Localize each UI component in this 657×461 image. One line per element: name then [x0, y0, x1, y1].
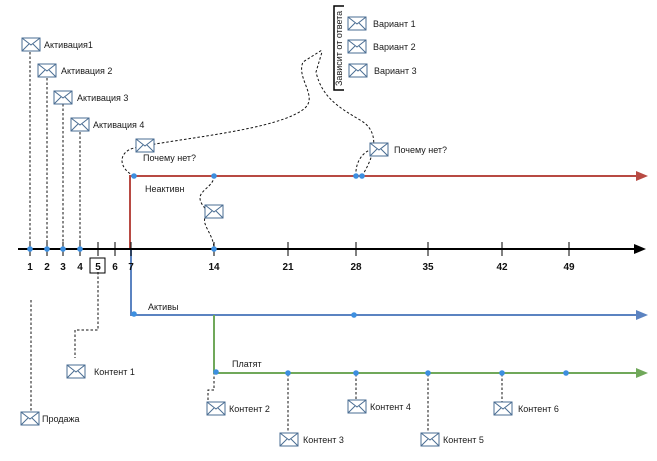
variant-1: Вариант 1	[347, 16, 416, 31]
content-2-label: Контент 2	[229, 404, 270, 414]
variant-2: Вариант 2	[347, 39, 416, 54]
variant-3: Вариант 3	[348, 63, 417, 78]
inactive-branch-label: Неактивн	[145, 184, 184, 194]
envelope-icon	[206, 401, 226, 416]
activation-1: Активация1	[21, 37, 93, 52]
event-dot	[353, 370, 359, 376]
envelope-icon	[369, 142, 389, 157]
event-dot	[213, 369, 219, 375]
tick-label-6: 6	[112, 262, 118, 273]
activation-3-label: Активация 3	[77, 93, 128, 103]
active-branch-line	[130, 249, 640, 316]
activation-4-label: Активация 4	[93, 120, 144, 130]
envelope-icon	[347, 16, 367, 31]
activation-1-label: Активация1	[44, 40, 93, 50]
event-dot	[499, 370, 505, 376]
tick-label-28: 28	[350, 262, 362, 273]
envelope-icon	[21, 37, 41, 52]
sale-message: Продажа	[20, 411, 80, 426]
event-dot	[563, 370, 569, 376]
event-dots	[27, 173, 569, 376]
event-dot	[353, 173, 359, 179]
variants-bracket: Зависит от ответа	[333, 5, 344, 91]
active-branch-label: Активы	[148, 302, 178, 312]
content-3: Контент 3	[279, 432, 344, 447]
event-dot	[131, 173, 137, 179]
event-dot	[77, 246, 83, 252]
variant-2-label: Вариант 2	[373, 42, 416, 52]
event-dot	[44, 246, 50, 252]
envelope-icon	[70, 117, 90, 132]
content-2: Контент 2	[206, 401, 270, 416]
envelope-icon	[66, 364, 86, 379]
envelope-icon	[53, 90, 73, 105]
content-4-label: Контент 4	[370, 402, 411, 412]
content-3-label: Контент 3	[303, 435, 344, 445]
active-branch-arrow	[636, 310, 648, 320]
event-dot	[131, 311, 137, 317]
event-dot	[27, 246, 33, 252]
tick-label-5: 5	[95, 262, 101, 273]
content-1-label: Контент 1	[94, 367, 135, 377]
envelope-icon	[20, 411, 40, 426]
envelope-icon	[204, 204, 224, 219]
variants-bracket-label: Зависит от ответа	[334, 11, 344, 86]
tick-label-2: 2	[44, 262, 50, 273]
why-not-message-1: Почему нет?	[135, 138, 196, 163]
sale-label: Продажа	[42, 414, 80, 424]
content-4: Контент 4	[347, 399, 411, 414]
tick-label-35: 35	[422, 262, 434, 273]
inactive-branch-line	[129, 175, 640, 249]
tick-label-49: 49	[563, 262, 575, 273]
inactive-message	[204, 204, 224, 219]
event-dot	[285, 370, 291, 376]
activation-3: Активация 3	[53, 90, 128, 105]
envelope-icon	[135, 138, 155, 153]
activation-2: Активация 2	[37, 63, 112, 78]
why-not-message-2: Почему нет?	[369, 142, 447, 157]
content-1: Контент 1	[66, 364, 135, 379]
tick-label-4: 4	[77, 262, 83, 273]
tick-label-42: 42	[496, 262, 508, 273]
envelope-icon	[279, 432, 299, 447]
variant-1-label: Вариант 1	[373, 19, 416, 29]
envelope-icon	[420, 432, 440, 447]
event-dot	[211, 173, 217, 179]
why-not-2-label: Почему нет?	[394, 145, 447, 155]
activation-2-label: Активация 2	[61, 66, 112, 76]
envelope-icon	[348, 63, 368, 78]
branch-lines	[129, 171, 648, 378]
content-6: Контент 6	[493, 401, 559, 416]
event-dot	[425, 370, 431, 376]
paying-branch-line	[213, 315, 640, 374]
event-dot	[60, 246, 66, 252]
content-5: Контент 5	[420, 432, 484, 447]
event-dot	[211, 246, 217, 252]
inactive-branch-arrow	[636, 171, 648, 181]
activation-4: Активация 4	[70, 117, 144, 132]
tick-label-14: 14	[208, 262, 220, 273]
tick-label-3: 3	[60, 262, 66, 273]
event-dot	[359, 173, 365, 179]
paying-branch-label: Платят	[232, 359, 262, 369]
paying-branch-arrow	[636, 368, 648, 378]
envelope-icon	[347, 399, 367, 414]
why-not-1-label: Почему нет?	[143, 153, 196, 163]
envelope-icon	[493, 401, 513, 416]
event-dot	[351, 312, 357, 318]
content-6-label: Контент 6	[518, 404, 559, 414]
envelope-icon	[37, 63, 57, 78]
tick-label-21: 21	[282, 262, 294, 273]
tick-label-7: 7	[128, 262, 134, 273]
tick-label-1: 1	[27, 262, 33, 273]
envelope-icon	[347, 39, 367, 54]
variant-3-label: Вариант 3	[374, 66, 417, 76]
content-5-label: Контент 5	[443, 435, 484, 445]
boxed-tick-frame	[89, 257, 106, 274]
